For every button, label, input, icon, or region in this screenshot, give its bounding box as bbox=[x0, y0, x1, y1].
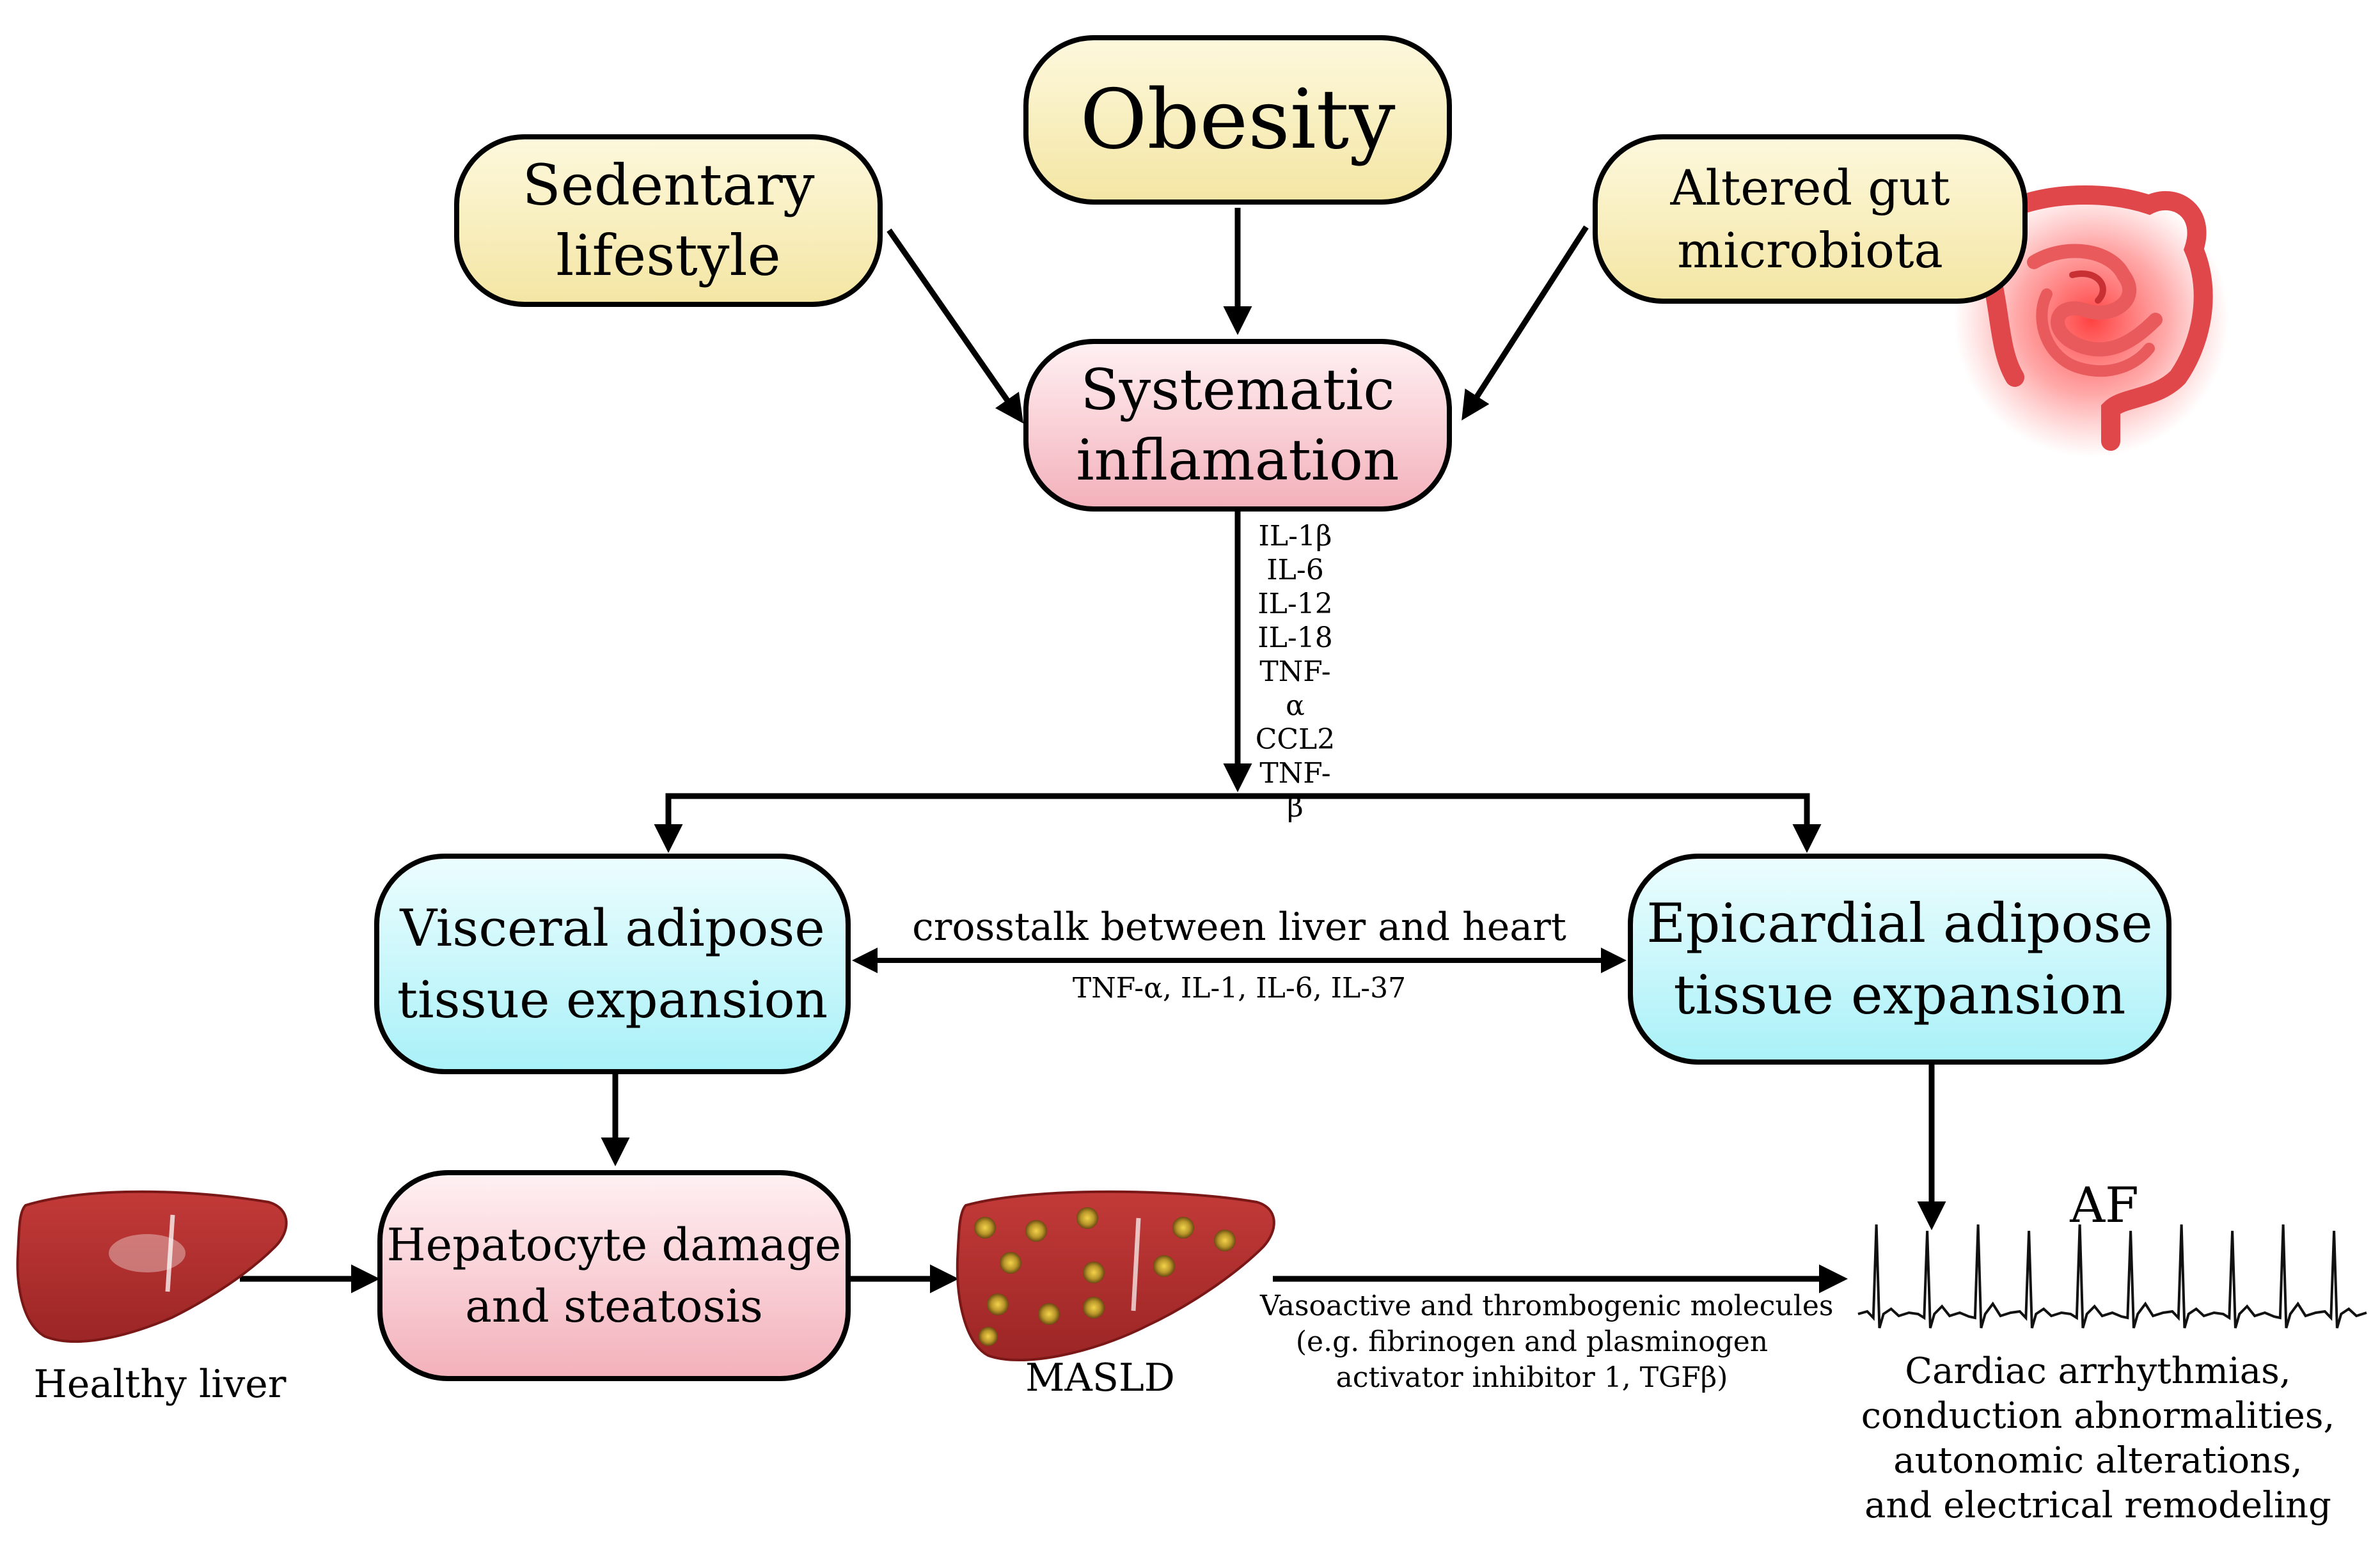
cytokine-item: TNF-β bbox=[1259, 757, 1331, 824]
visceral-adipose-box: Visceral adipose tissue expansion bbox=[374, 854, 851, 1074]
arrow-sedentary-to-inflammation bbox=[887, 228, 1024, 424]
visceral-line-1: Visceral adipose bbox=[400, 898, 825, 958]
obesity-label: Obesity bbox=[1080, 72, 1396, 168]
outcome-line-2: conduction abnormalities, bbox=[1861, 1395, 2335, 1437]
cytokine-list: IL-1β IL-6 IL-12 IL-18 TNF-α CCL2 TNF-β bbox=[1254, 519, 1337, 824]
hepatocyte-line-2: and steatosis bbox=[465, 1280, 763, 1333]
outcome-line-1: Cardiac arrhythmias, bbox=[1905, 1350, 2291, 1392]
cytokine-item: IL-1β bbox=[1258, 520, 1332, 552]
vasoactive-line-1: Vasoactive and thrombogenic molecules bbox=[1260, 1290, 1834, 1322]
sedentary-line-1: Sedentary bbox=[522, 152, 815, 218]
epicardial-adipose-box: Epicardial adipose tissue expansion bbox=[1628, 854, 2171, 1065]
outcome-line-3: autonomic alterations, bbox=[1893, 1440, 2303, 1482]
healthy-liver-label: Healthy liver bbox=[33, 1362, 287, 1407]
cytokine-item: IL-12 bbox=[1257, 588, 1333, 620]
sedentary-line-2: lifestyle bbox=[556, 223, 781, 288]
hepatocyte-damage-box: Hepatocyte damage and steatosis bbox=[377, 1170, 851, 1381]
altered-gut-microbiota-box: Altered gut microbiota bbox=[1593, 134, 2028, 304]
sedentary-lifestyle-box: Sedentary lifestyle bbox=[454, 134, 883, 307]
gut-line-1: Altered gut bbox=[1670, 159, 1950, 216]
gut-line-2: microbiota bbox=[1677, 221, 1943, 279]
cytokine-item: IL-18 bbox=[1257, 622, 1333, 654]
masld-label: MASLD bbox=[1025, 1356, 1175, 1400]
af-label: AF bbox=[2070, 1177, 2139, 1233]
cytokine-item: CCL2 bbox=[1255, 723, 1336, 756]
outcomes-caption: Cardiac arrhythmias, conduction abnormal… bbox=[1842, 1349, 2354, 1528]
inflammation-line-2: inflamation bbox=[1076, 427, 1399, 493]
fat-droplets bbox=[974, 1207, 1236, 1346]
vasoactive-caption: Vasoactive and thrombogenic molecules (e… bbox=[1260, 1288, 1834, 1396]
ecg-trace-icon bbox=[1857, 1224, 2367, 1329]
epicardial-line-1: Epicardial adipose bbox=[1646, 892, 2153, 955]
epicardial-line-2: tissue expansion bbox=[1673, 964, 2126, 1026]
cytokine-item: TNF-α bbox=[1259, 655, 1331, 722]
hepatocyte-line-1: Hepatocyte damage bbox=[386, 1219, 842, 1271]
cytokine-item: IL-6 bbox=[1266, 554, 1324, 586]
arrow-gut-to-inflammation bbox=[1462, 225, 1589, 421]
systematic-inflammation-box: Systematic inflamation bbox=[1023, 339, 1452, 512]
outcome-line-4: and electrical remodeling bbox=[1864, 1485, 2331, 1526]
branch-connector bbox=[654, 793, 1822, 853]
crosstalk-molecules: TNF-α, IL-1, IL-6, IL-37 bbox=[1072, 972, 1407, 1005]
vasoactive-line-3: activator inhibitor 1, TGFβ) bbox=[1336, 1361, 1728, 1394]
healthy-liver-icon bbox=[16, 1190, 288, 1343]
vasoactive-line-2: (e.g. fibrinogen and plasminogen bbox=[1295, 1325, 1769, 1358]
obesity-box: Obesity bbox=[1023, 35, 1452, 205]
inflammation-line-1: Systematic bbox=[1080, 357, 1395, 423]
masld-liver-icon bbox=[956, 1190, 1275, 1362]
crosstalk-title: crosstalk between liver and heart bbox=[912, 905, 1566, 950]
visceral-line-2: tissue expansion bbox=[397, 969, 828, 1029]
